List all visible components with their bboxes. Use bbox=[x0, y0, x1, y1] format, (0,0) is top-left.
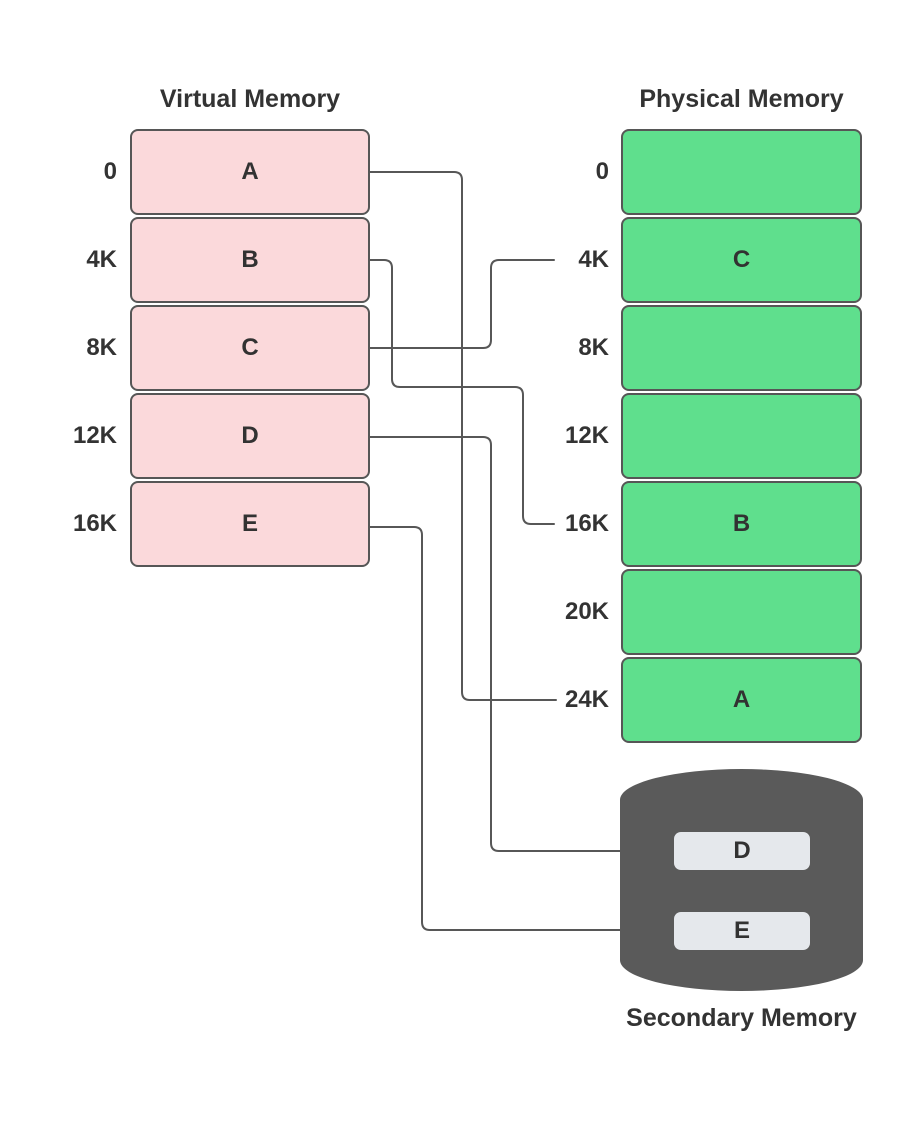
physical-address-4K: 4K bbox=[578, 246, 609, 273]
physical-memory-title: Physical Memory bbox=[639, 85, 844, 113]
physical-address-16K: 16K bbox=[564, 510, 609, 537]
virtual-block-D: D bbox=[130, 393, 370, 479]
virtual-block-E-label: E bbox=[241, 510, 258, 537]
secondary-page-D-label: D bbox=[733, 837, 751, 864]
virtual-memory-title: Virtual Memory bbox=[159, 85, 341, 113]
physical-address-8K: 8K bbox=[578, 334, 609, 361]
physical-frame-16K: B bbox=[621, 481, 862, 567]
physical-address-12K: 12K bbox=[564, 422, 609, 449]
virtual-block-A-label: A bbox=[241, 158, 259, 185]
virtual-address-8K: 8K bbox=[86, 334, 117, 361]
physical-address-20K: 20K bbox=[564, 598, 609, 625]
secondary-page-D: D bbox=[674, 832, 810, 870]
virtual-address-0: 0 bbox=[103, 158, 117, 185]
physical-frame-12K bbox=[621, 393, 862, 479]
secondary-page-E-label: E bbox=[733, 917, 750, 944]
virtual-address-12K: 12K bbox=[72, 422, 117, 449]
virtual-block-A: A bbox=[130, 129, 370, 215]
virtual-block-B-label: B bbox=[241, 246, 259, 273]
physical-frame-24K: A bbox=[621, 657, 862, 743]
virtual-address-4K: 4K bbox=[86, 246, 117, 273]
virtual-block-C-label: C bbox=[241, 334, 259, 361]
virtual-block-B: B bbox=[130, 217, 370, 303]
connector-B bbox=[369, 259, 555, 525]
virtual-block-E: E bbox=[130, 481, 370, 567]
physical-frame-4K: C bbox=[621, 217, 862, 303]
connector-E bbox=[369, 526, 623, 931]
connector-D bbox=[369, 436, 623, 852]
secondary-memory-title: Secondary Memory bbox=[626, 1004, 857, 1032]
physical-address-0: 0 bbox=[595, 158, 609, 185]
physical-frame-8K bbox=[621, 305, 862, 391]
physical-frame-20K bbox=[621, 569, 862, 655]
physical-address-24K: 24K bbox=[564, 686, 609, 713]
physical-frame-4K-label: C bbox=[732, 246, 751, 273]
physical-frame-0 bbox=[621, 129, 862, 215]
secondary-page-E: E bbox=[674, 912, 810, 950]
virtual-address-16K: 16K bbox=[72, 510, 117, 537]
virtual-block-D-label: D bbox=[241, 422, 259, 449]
physical-frame-16K-label: B bbox=[732, 510, 751, 537]
physical-frame-24K-label: A bbox=[732, 686, 751, 713]
virtual-block-C: C bbox=[130, 305, 370, 391]
